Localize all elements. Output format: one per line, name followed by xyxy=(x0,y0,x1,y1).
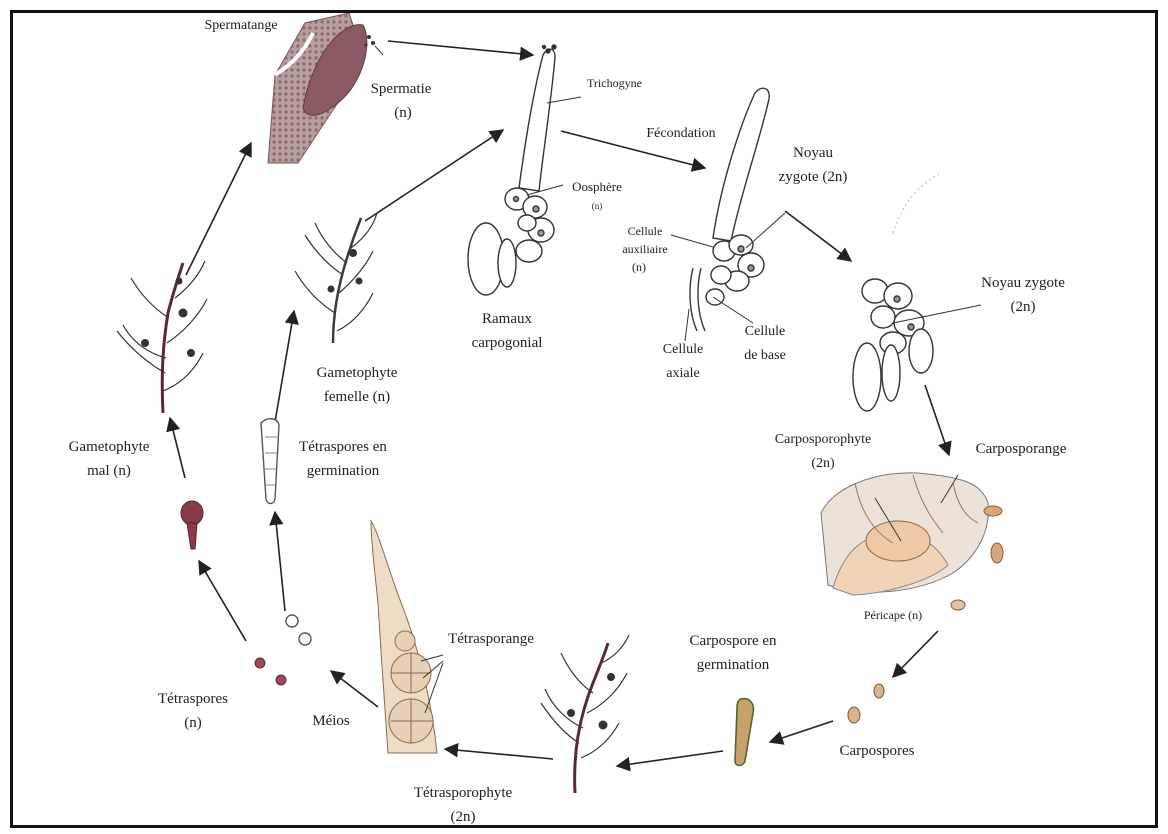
label-cellule-base-1: Cellule xyxy=(745,324,785,339)
arrow-carposporophyte-to-carpospores xyxy=(893,631,938,677)
carposporophyte-figure xyxy=(821,473,1003,610)
arrow-tetraspores-to-female-spore xyxy=(275,512,285,611)
arrow-germination-to-tetrasporophyte xyxy=(617,751,723,766)
tetrasporophyte-figure xyxy=(541,635,629,793)
label-tetraspores-2: (n) xyxy=(184,715,202,731)
label-cellule-axiale-2: axiale xyxy=(666,366,699,381)
label-trichogyne: Trichogyne xyxy=(587,76,642,90)
arrow-tetraspores-to-male-spore xyxy=(199,561,246,641)
tetraspore-germination-figure xyxy=(261,419,279,504)
label-gametophyte-male-2: mal (n) xyxy=(87,463,131,479)
arrow-tetrasporophyte-to-tetrasporange xyxy=(445,749,553,759)
arrow-male-to-spermatange xyxy=(186,143,251,275)
label-carpospores: Carpospores xyxy=(840,743,915,759)
label-tetrasporophyte-1: Tétrasporophyte xyxy=(414,785,513,801)
label-noyau-zygote-b-1: Noyau zygote xyxy=(981,275,1065,291)
gametophyte-femelle-figure xyxy=(295,213,377,343)
zygote-figure xyxy=(853,173,941,411)
label-spermatange: Spermatange xyxy=(204,18,277,33)
male-spore-figure xyxy=(181,501,203,549)
label-tetrasporophyte-2: (2n) xyxy=(451,809,476,825)
label-oosphere-ploidy: (n) xyxy=(592,201,603,211)
life-cycle-diagram: Spermatange Spermatie (n) Trichogyne Féc… xyxy=(13,13,1158,828)
label-gametophyte-male-1: Gametophyte xyxy=(69,439,150,455)
arrow-germination-to-female xyxy=(275,311,294,422)
label-tetrasporange: Tétrasporange xyxy=(448,631,534,647)
label-tetraspores-germ-1: Tétraspores en xyxy=(299,439,387,455)
label-cellule-auxiliaire-3: (n) xyxy=(632,260,646,274)
label-ramaux-1: Ramaux xyxy=(482,311,532,327)
tetraspores-figure xyxy=(255,615,311,685)
arrow-carpospores-to-germination xyxy=(770,721,833,742)
arrow-tetrasporange-to-tetraspores xyxy=(331,671,378,707)
ramaux-carpogonial-figure xyxy=(468,45,556,295)
label-spermatie: Spermatie xyxy=(371,81,432,97)
label-gametophyte-femelle-2: femelle (n) xyxy=(324,389,390,405)
label-spermatie-ploidy: (n) xyxy=(394,105,412,121)
label-noyau-zygote-b-2: (2n) xyxy=(1011,299,1036,315)
label-gametophyte-femelle-1: Gametophyte xyxy=(317,365,398,381)
label-carpospore-germ-1: Carpospore en xyxy=(689,633,777,649)
label-oosphere: Oosphère xyxy=(572,179,622,194)
label-carpospore-germ-2: germination xyxy=(697,657,770,673)
label-carposporophyte-2: (2n) xyxy=(811,456,835,471)
label-ramaux-2: carpogonial xyxy=(472,335,543,351)
gametophyte-male-figure xyxy=(117,261,207,413)
label-carposporange: Carposporange xyxy=(976,441,1067,457)
label-noyau-zygote-1: Noyau xyxy=(793,145,833,161)
label-cellule-axiale-1: Cellule xyxy=(663,342,703,357)
carpospores-figure xyxy=(848,684,884,723)
label-meios: Méios xyxy=(312,713,350,729)
fecondation-figure xyxy=(690,88,769,331)
label-cellule-auxiliaire-2: auxiliaire xyxy=(622,242,667,256)
label-noyau-zygote-2: zygote (2n) xyxy=(779,169,848,185)
label-tetraspores-1: Tétraspores xyxy=(158,691,228,707)
label-pericarpe: Péricape (n) xyxy=(864,608,922,622)
arrow-spermatie-to-ramaux xyxy=(388,41,533,55)
label-carposporophyte-1: Carposporophyte xyxy=(775,432,871,447)
tetrasporange-figure xyxy=(371,521,443,753)
arrow-fecondation-to-zygote xyxy=(785,211,851,261)
label-fecondation: Fécondation xyxy=(646,126,715,141)
arrow-zygote-to-carposporophyte xyxy=(925,385,949,455)
diagram-labels: Spermatange Spermatie (n) Trichogyne Féc… xyxy=(69,18,1067,825)
arrow-male-spore-to-male xyxy=(170,418,185,478)
carpospore-germination-figure xyxy=(735,699,753,766)
spermatange-figure xyxy=(268,13,383,163)
label-tetraspores-germ-2: germination xyxy=(307,463,380,479)
label-cellule-auxiliaire-1: Cellule xyxy=(628,224,663,238)
diagram-frame: Spermatange Spermatie (n) Trichogyne Féc… xyxy=(10,10,1158,828)
arrow-female-to-ramaux xyxy=(365,130,503,221)
label-cellule-base-2: de base xyxy=(744,348,786,363)
